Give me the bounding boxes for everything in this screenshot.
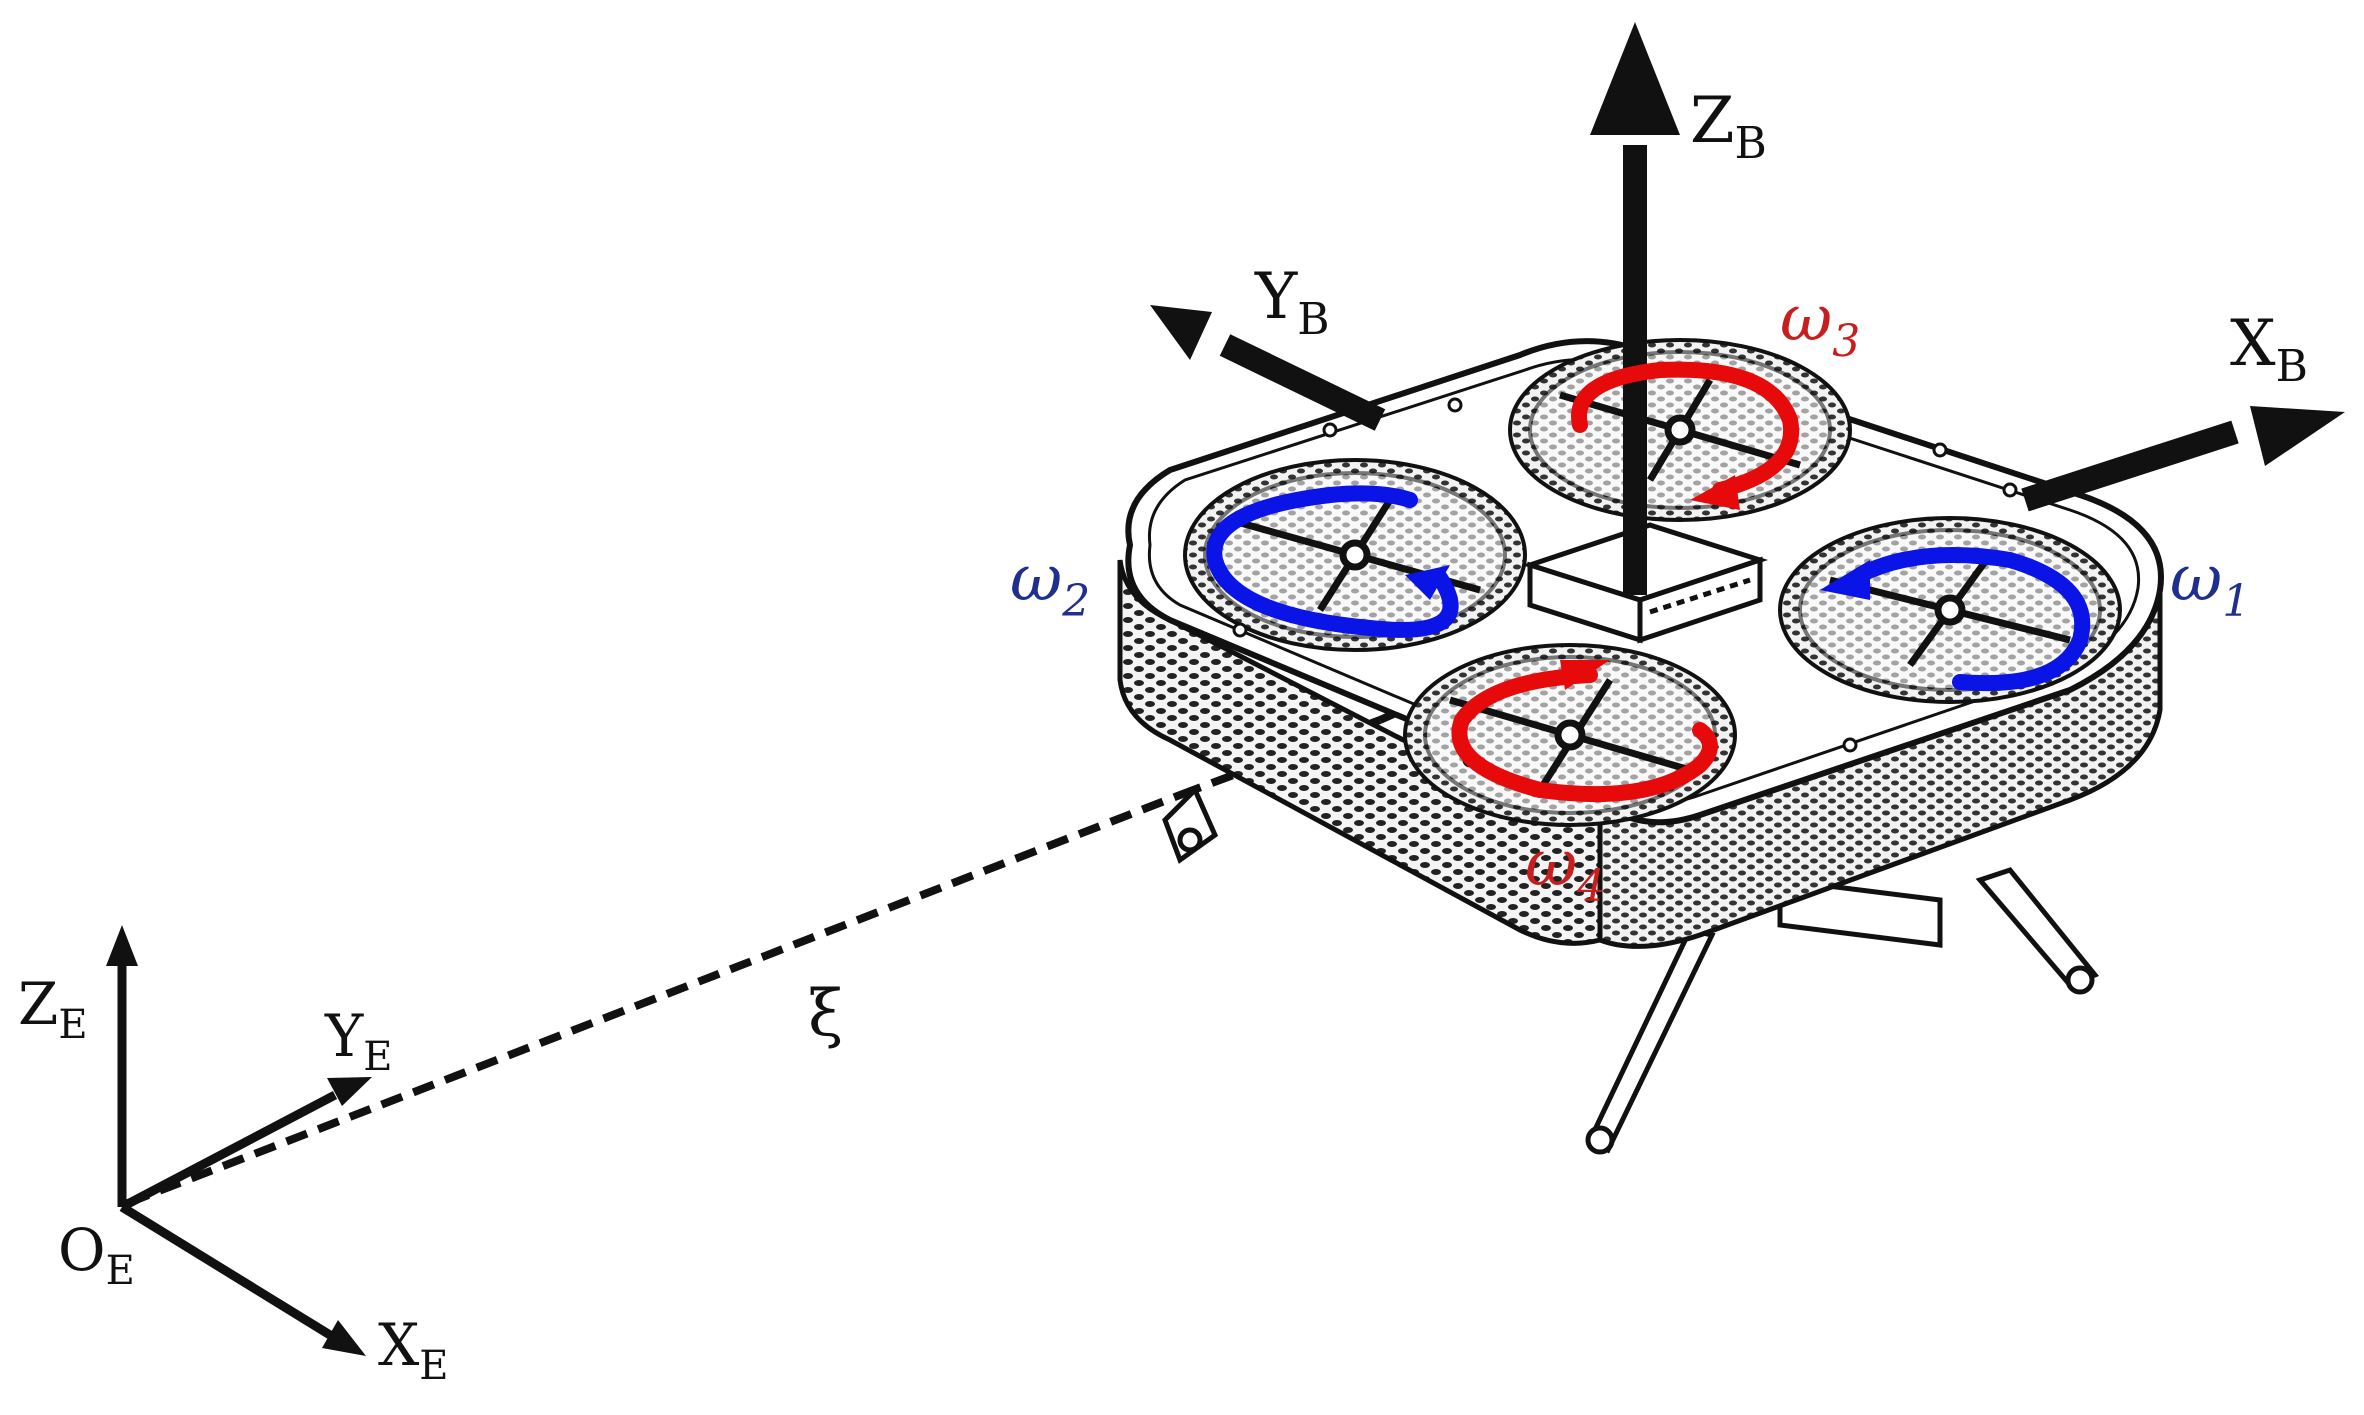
rotor-1-label: ω1 [2170, 542, 2250, 627]
body-x-arrowhead [2250, 406, 2345, 466]
body-y-arrowhead [1150, 305, 1212, 360]
earth-z-label: ZE [18, 970, 88, 1048]
rotor-4-arrowhead [1560, 660, 1610, 690]
rotor-3-label: ω3 [1780, 282, 1860, 367]
rotor-3-arrowhead [1690, 475, 1740, 510]
rotor-2-label: ω2 [1010, 542, 1090, 627]
earth-frame: ZE YE XE OE [18, 925, 449, 1389]
earth-z-arrowhead [106, 925, 138, 966]
position-vector: ξ [126, 627, 1590, 1207]
rotor-labels: ω1 ω2 ω3 ω4 [1010, 282, 2250, 912]
rotor-3-rotation-arrow [1571, 361, 1800, 498]
earth-x-label: XE [378, 1311, 449, 1389]
earth-y-axis [119, 1091, 338, 1211]
rotor-2-arrowhead [1405, 565, 1450, 600]
body-x-axis [2021, 420, 2239, 512]
body-z-arrowhead [1590, 22, 1680, 135]
rotor-2-rotation-arrow [1206, 485, 1459, 638]
rotor-4-label: ω4 [1525, 827, 1605, 912]
earth-y-arrowhead [327, 1077, 372, 1106]
earth-x-axis [119, 1203, 333, 1339]
rotor-1-arrowhead [1820, 560, 1870, 600]
body-z-label: ZB [1690, 84, 1767, 169]
body-x-label: XB [2230, 307, 2308, 392]
earth-origin-label: OE [58, 1216, 135, 1294]
position-vector-label: ξ [808, 977, 843, 1051]
rotor-1-rotation-arrow [1852, 547, 2091, 692]
earth-x-arrowhead [322, 1320, 366, 1356]
rotor-4-rotation-arrow [1451, 667, 1718, 803]
body-y-label: YB [1254, 260, 1330, 345]
landing-legs [1162, 785, 2100, 1155]
body-y-axis [1219, 334, 1386, 431]
earth-y-label: YE [324, 1002, 393, 1080]
rotor-rotation-arrows [1206, 361, 2091, 803]
